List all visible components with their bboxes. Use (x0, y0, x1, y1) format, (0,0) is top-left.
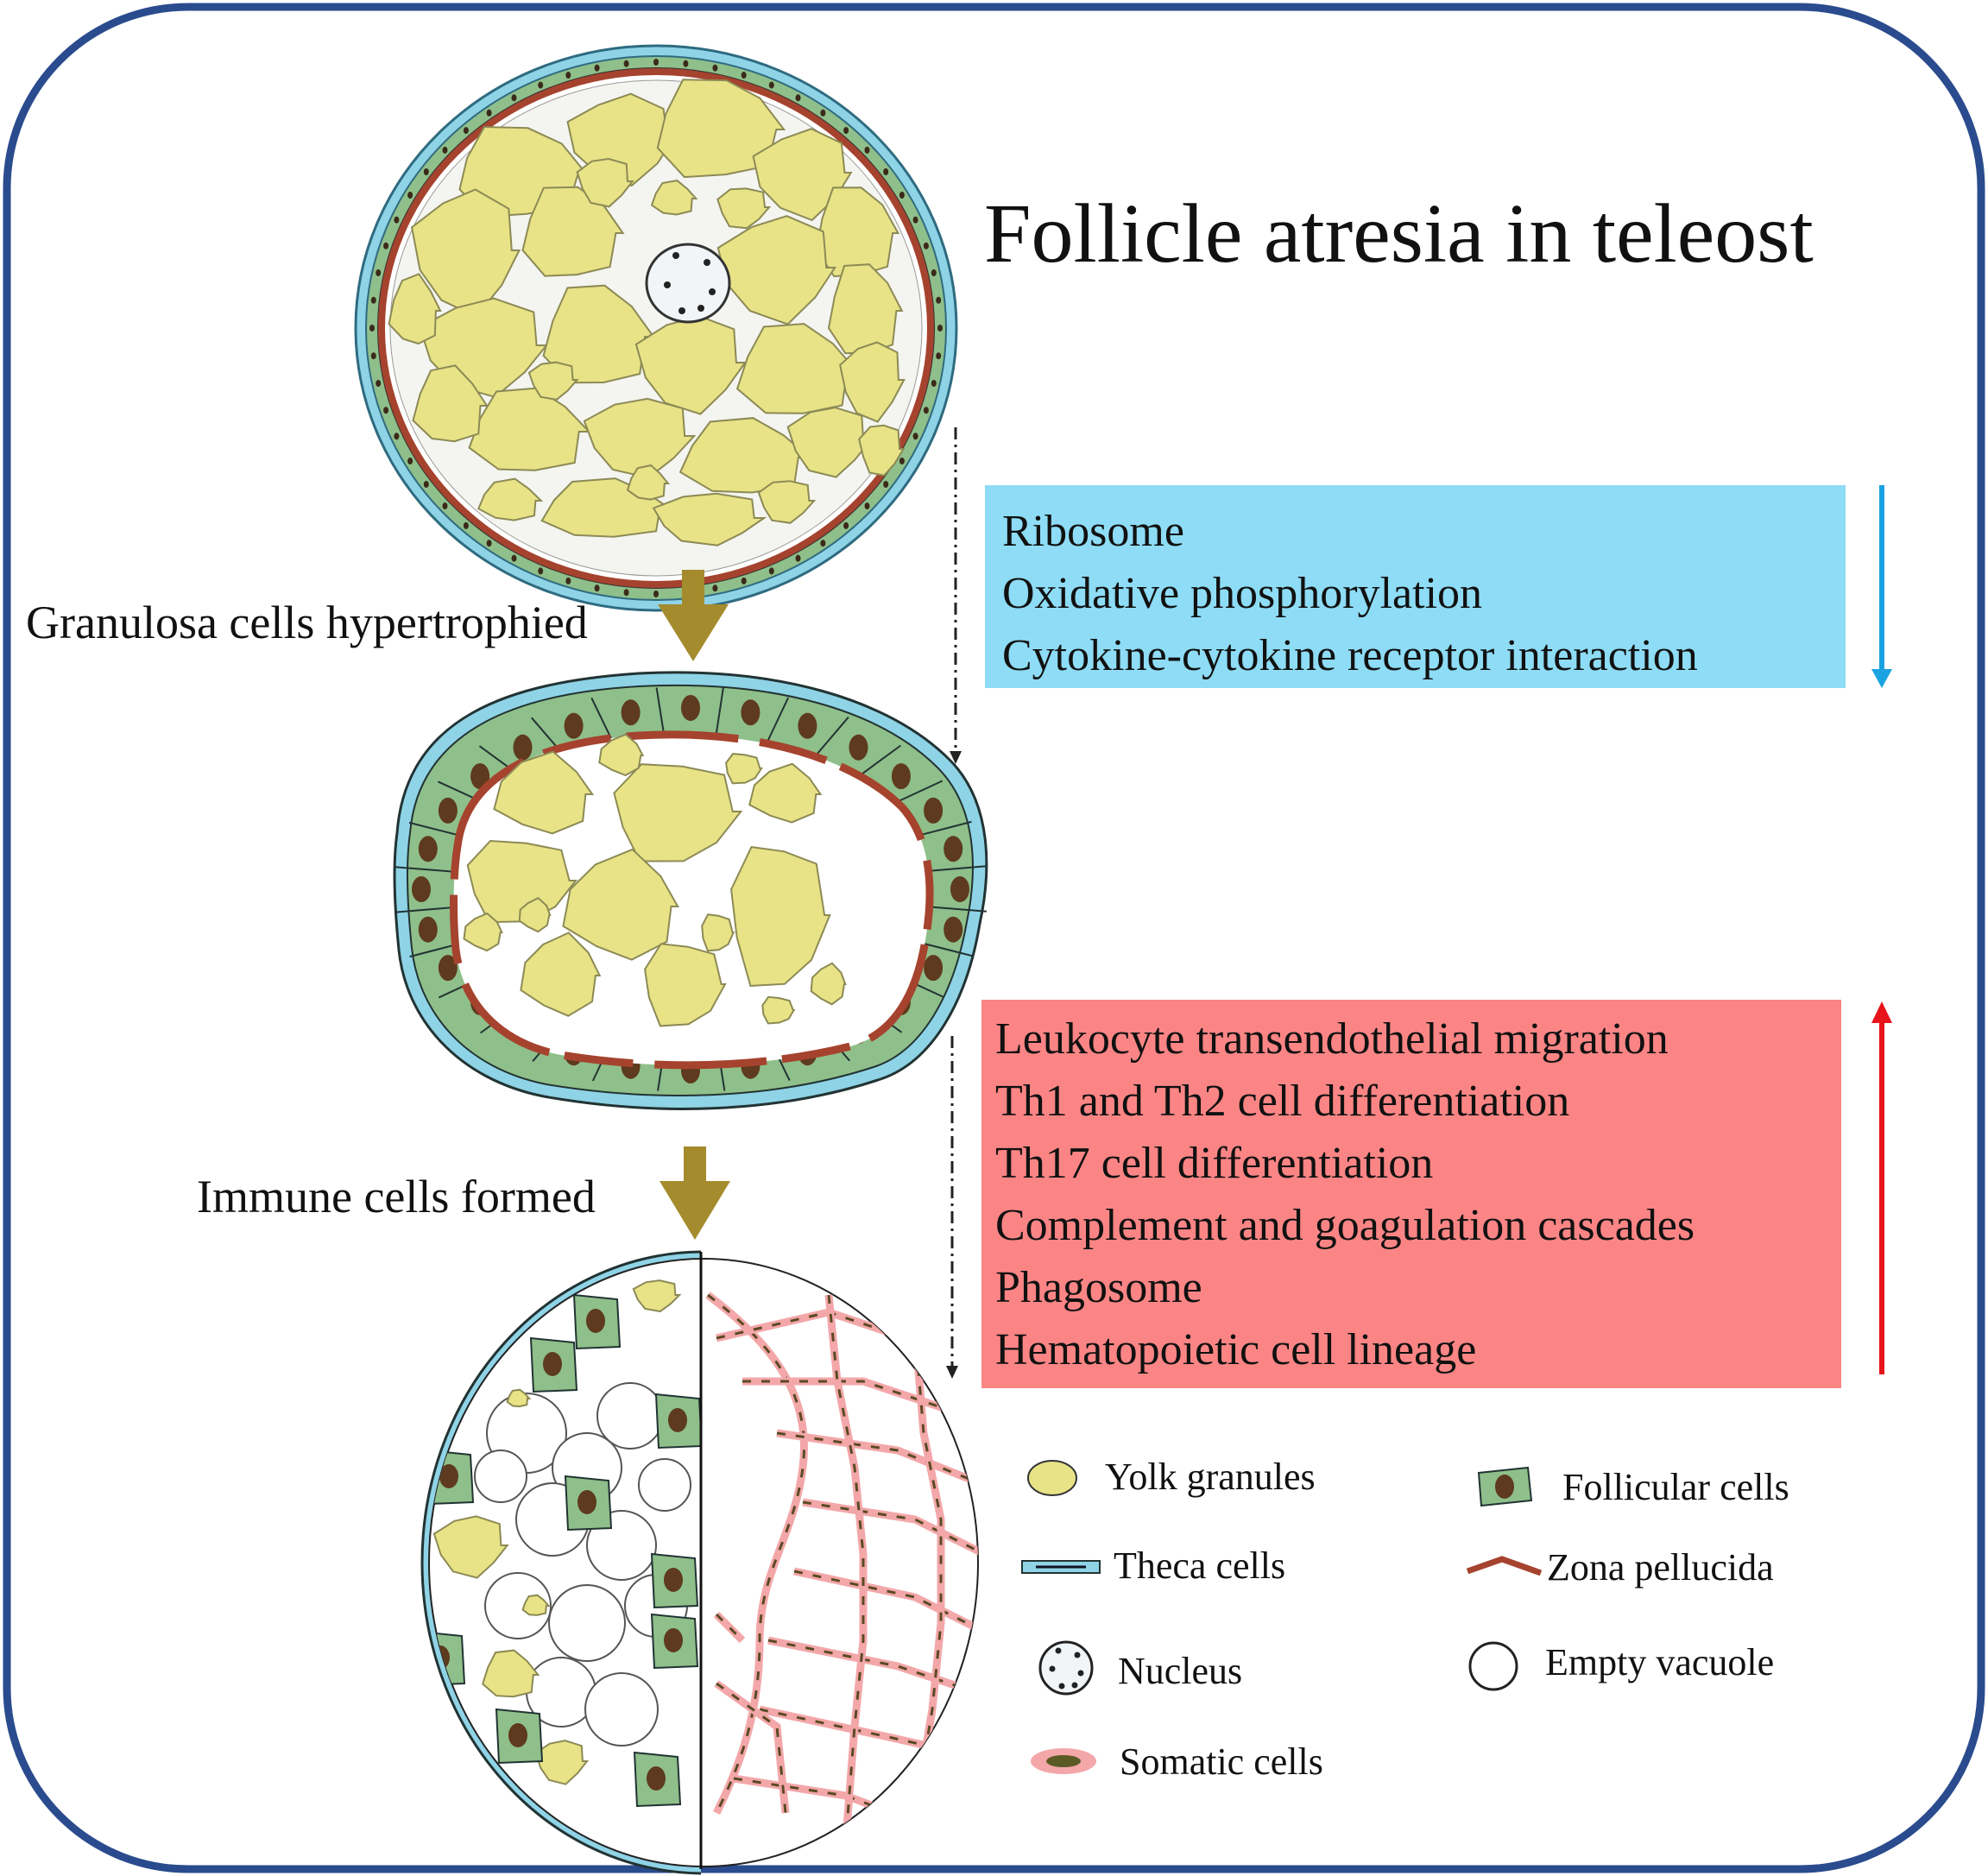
yolk-granule (652, 492, 767, 546)
up-arrow-icon (1871, 1001, 1892, 1374)
follicle-healthy (354, 44, 958, 612)
nucleus-legend-icon (1038, 1640, 1094, 1696)
pathway-item: Oxidative phosphorylation (1002, 569, 1483, 618)
yolk-granule (701, 913, 735, 952)
follicular-cell-icon (1477, 1466, 1533, 1507)
legend-nucleus-label: Nucleus (1118, 1650, 1243, 1692)
yolk-granule (858, 424, 906, 477)
upregulated-pathways-box: Leukocyte transendothelial migration Th1… (981, 1000, 1841, 1388)
yolk-granule (613, 763, 743, 862)
yolk-granule (716, 215, 837, 325)
yolk-granule (748, 762, 823, 824)
pathway-item: Phagosome (995, 1263, 1202, 1312)
legend-zona-label: Zona pellucida (1547, 1546, 1774, 1589)
yolk-granule (388, 273, 442, 345)
yolk-granule (562, 848, 679, 961)
step-label-hypertrophied: Granulosa cells hypertrophied (26, 597, 588, 648)
pathway-item: Th1 and Th2 cell differentiation (995, 1077, 1570, 1126)
yolk-granule (716, 187, 772, 230)
page-title: Follicle atresia in teleost (984, 187, 1814, 281)
yolk-granule (520, 932, 602, 1017)
legend-vacuole-label: Empty vacuole (1545, 1641, 1775, 1683)
yolk-granule (725, 753, 763, 785)
downregulated-pathways-box: Ribosome Oxidative phosphorylation Cytok… (985, 485, 1846, 688)
pathway-item: Leukocyte transendothelial migration (995, 1014, 1669, 1064)
step-label-immune: Immune cells formed (197, 1171, 596, 1222)
yolk-granule (839, 341, 906, 423)
transition-arrow-1 (658, 570, 729, 661)
yolk-granule (493, 750, 595, 835)
zona-pellucida-icon (1466, 1556, 1543, 1576)
legend-yolk-label: Yolk granules (1105, 1456, 1316, 1498)
somatic-cell-icon (1031, 1748, 1096, 1774)
yolk-granule (650, 180, 698, 216)
yolk-granule (598, 733, 645, 777)
yolk-granule (527, 361, 579, 401)
yolk-granule (521, 186, 625, 277)
legend-theca-label: Theca cells (1114, 1544, 1286, 1587)
pathway-item: Complement and goagulation cascades (995, 1201, 1695, 1250)
theca-cell-icon (1021, 1560, 1101, 1574)
yolk-granule (634, 315, 748, 415)
yolk-granule (761, 995, 796, 1025)
pathway-item: Hematopoietic cell lineage (995, 1325, 1477, 1374)
pathway-item: Ribosome (1002, 507, 1184, 556)
down-arrow-icon (1871, 485, 1892, 688)
yolk-granule-icon (1027, 1460, 1077, 1496)
yolk-granule (412, 364, 489, 443)
yolk-granule (542, 284, 656, 384)
pathway-item: Cytokine-cytokine receptor interaction (1002, 631, 1698, 680)
yolk-granule (757, 480, 817, 524)
yolk-granule (626, 464, 671, 501)
yolk-granule (477, 477, 544, 521)
yolk-granule (644, 943, 727, 1027)
yolk-granule (576, 157, 634, 208)
yolk-granule (463, 912, 503, 952)
yolk-granule (730, 846, 831, 988)
yolk-granule (752, 128, 853, 222)
legend-somatic-label: Somatic cells (1120, 1740, 1323, 1783)
transition-arrow-2 (660, 1146, 730, 1240)
follicle-immune (420, 1250, 979, 1875)
nucleus-icon (645, 243, 731, 324)
yolk-granule (518, 896, 552, 933)
yolk-granule (786, 407, 873, 478)
yolk-granule (810, 962, 847, 1006)
follicle-hypertrophied (393, 671, 988, 1110)
legend-follicular-label: Follicular cells (1562, 1466, 1789, 1508)
yolk-granule (656, 79, 786, 179)
pathway-item: Th17 cell differentiation (995, 1139, 1434, 1188)
outer-frame (3, 3, 1985, 1873)
empty-vacuole-icon (1468, 1641, 1518, 1691)
